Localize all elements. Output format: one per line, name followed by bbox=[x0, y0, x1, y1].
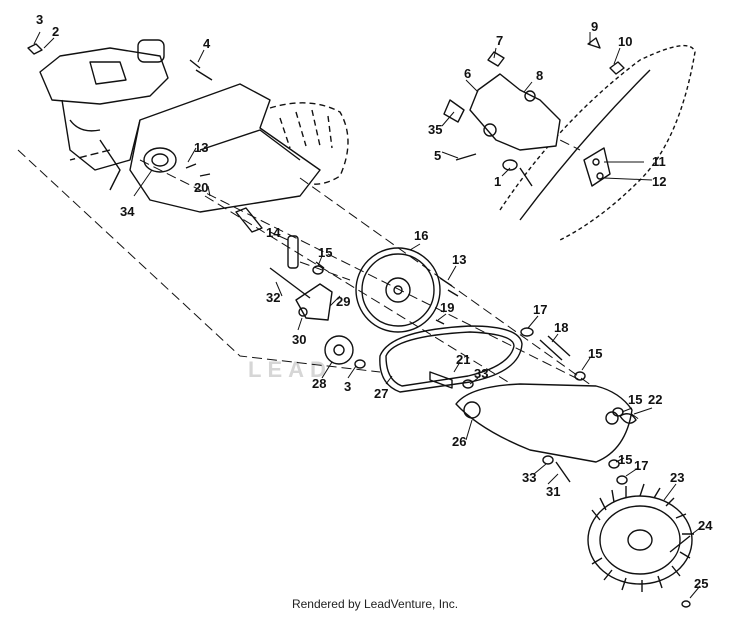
callout-7: 7 bbox=[496, 33, 503, 48]
callout-34: 34 bbox=[120, 204, 135, 219]
callout-18: 18 bbox=[554, 320, 568, 335]
engine-drawing bbox=[39, 39, 169, 191]
callout-15d: 15 bbox=[618, 452, 632, 467]
callout-15: 15 bbox=[318, 245, 332, 260]
callout-15c: 15 bbox=[628, 392, 642, 407]
callout-11: 11 bbox=[652, 154, 666, 169]
hardware-parts bbox=[27, 37, 691, 608]
callout-6: 6 bbox=[464, 66, 471, 81]
guard-clip bbox=[583, 147, 611, 187]
callout-9: 9 bbox=[591, 19, 598, 34]
callout-24: 24 bbox=[698, 518, 713, 533]
callout-35: 35 bbox=[428, 122, 442, 137]
chain-case bbox=[455, 383, 633, 463]
callout-23: 23 bbox=[670, 470, 684, 485]
callout-28: 28 bbox=[312, 376, 326, 391]
callout-27: 27 bbox=[374, 386, 388, 401]
part-callouts: 3 2 4 7 9 10 6 8 35 5 1 11 12 13 34 20 1… bbox=[36, 12, 713, 591]
callout-31: 31 bbox=[546, 484, 560, 499]
callout-14: 14 bbox=[266, 225, 281, 240]
callout-2: 2 bbox=[52, 24, 59, 39]
callout-17b: 17 bbox=[634, 458, 648, 473]
large-pulley bbox=[355, 247, 441, 333]
callout-13: 13 bbox=[194, 140, 208, 155]
callout-10: 10 bbox=[618, 34, 632, 49]
callout-12: 12 bbox=[652, 174, 666, 189]
callout-15b: 15 bbox=[588, 346, 602, 361]
callout-21: 21 bbox=[456, 352, 470, 367]
callout-3: 3 bbox=[36, 12, 43, 27]
callout-5: 5 bbox=[434, 148, 441, 163]
callout-8: 8 bbox=[536, 68, 543, 83]
callout-20: 20 bbox=[194, 180, 208, 195]
small-pulley bbox=[324, 335, 354, 365]
callout-16: 16 bbox=[414, 228, 428, 243]
callout-25: 25 bbox=[694, 576, 708, 591]
wheel bbox=[587, 483, 694, 592]
footer-credit: Rendered by LeadVenture, Inc. bbox=[291, 597, 459, 611]
callout-33: 33 bbox=[474, 366, 488, 381]
callout-29: 29 bbox=[336, 294, 350, 309]
drive-belt bbox=[379, 325, 523, 393]
callout-13b: 13 bbox=[452, 252, 466, 267]
bracket-assembly bbox=[443, 73, 561, 187]
callout-1: 1 bbox=[494, 174, 501, 189]
callout-30: 30 bbox=[292, 332, 306, 347]
callout-17: 17 bbox=[533, 302, 547, 317]
tine-hood-drawing bbox=[269, 102, 349, 185]
callout-26: 26 bbox=[452, 434, 466, 449]
callout-33b: 33 bbox=[522, 470, 536, 485]
idler-bracket bbox=[295, 283, 333, 321]
callout-3b: 3 bbox=[344, 379, 351, 394]
callout-22: 22 bbox=[648, 392, 662, 407]
belt-guard-drawing bbox=[499, 44, 696, 241]
callout-4: 4 bbox=[203, 36, 211, 51]
callout-19: 19 bbox=[440, 300, 454, 315]
leader-lines bbox=[33, 31, 701, 599]
callout-32: 32 bbox=[266, 290, 280, 305]
transmission-frame-drawing bbox=[69, 83, 321, 213]
